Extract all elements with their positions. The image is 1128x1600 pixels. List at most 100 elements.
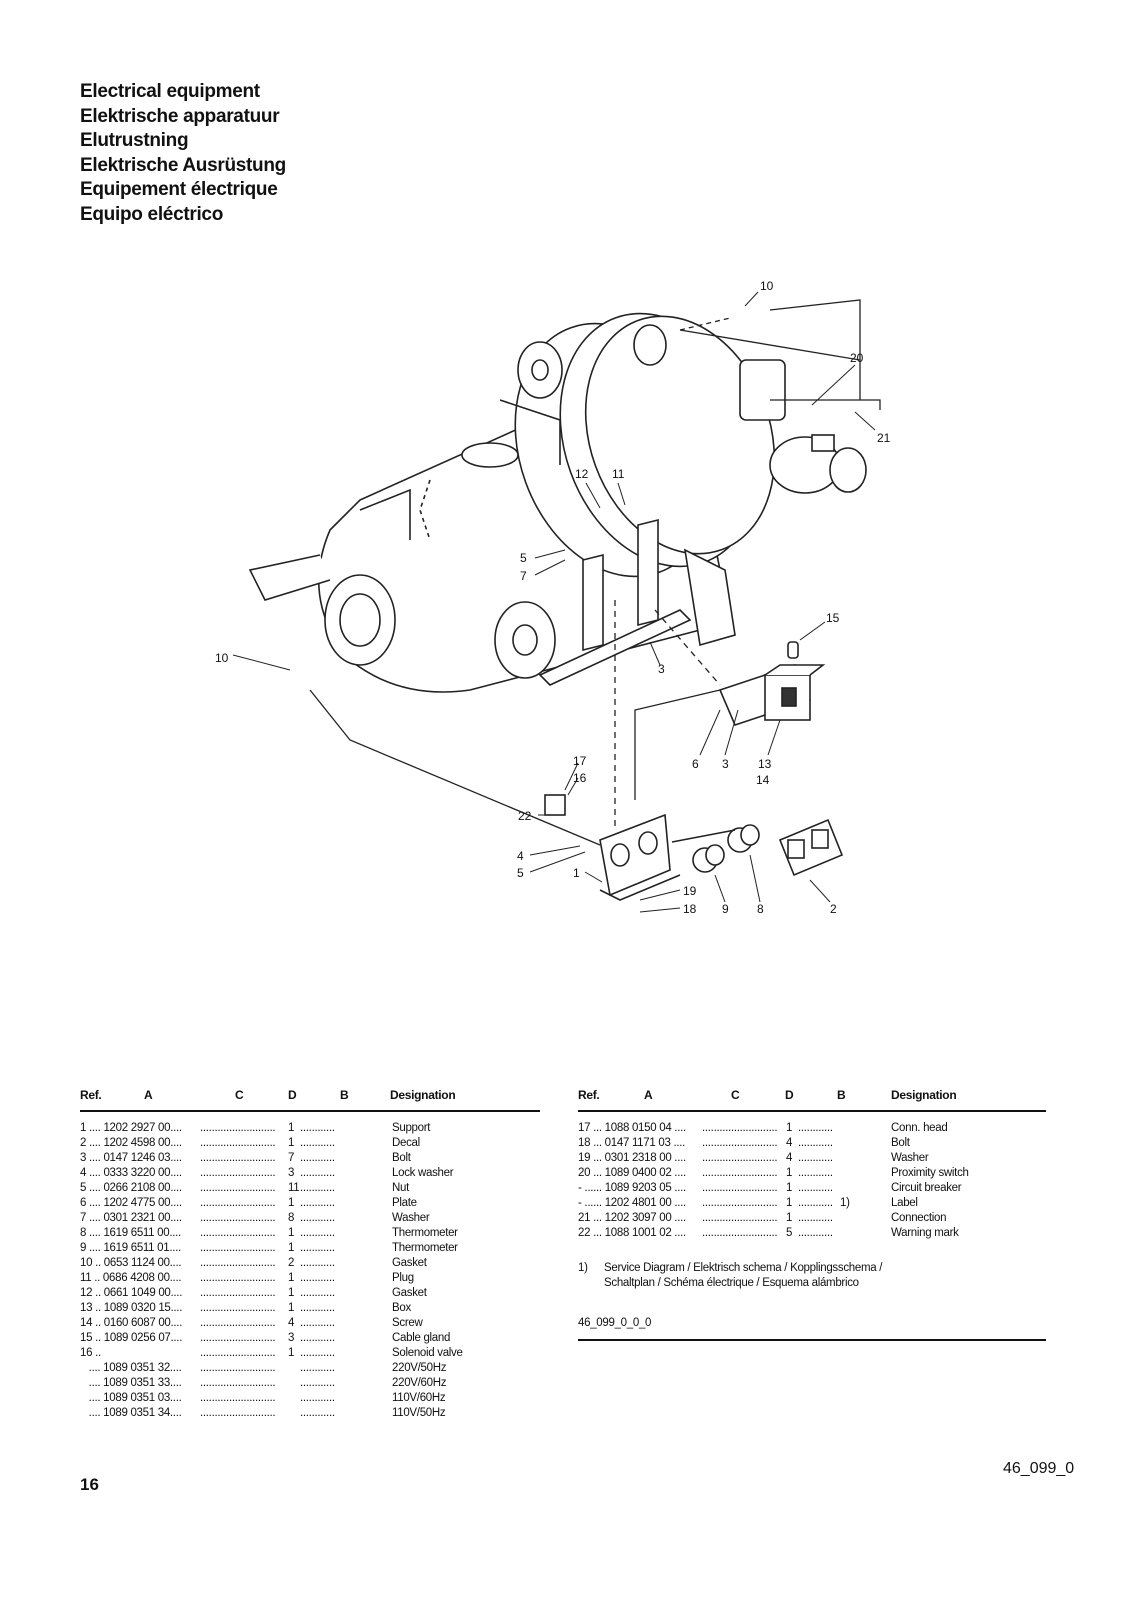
callout-9: 9 xyxy=(722,902,729,916)
row-ref: 1 .... 1202 2927 00.... xyxy=(80,1122,182,1134)
thermometer-bracket xyxy=(544,794,844,901)
row-leader-dots: .......................... xyxy=(702,1152,778,1164)
callout-22: 22 xyxy=(518,809,532,823)
header-d-right: D xyxy=(785,1088,794,1102)
row-leader-dots: .......................... xyxy=(200,1167,276,1179)
row-leader-dots: .......................... xyxy=(200,1347,276,1359)
row-qty: 1 xyxy=(288,1197,295,1209)
row-designation: Plug xyxy=(392,1272,414,1284)
title-sv: Elutrustning xyxy=(80,130,189,151)
callout-5-top: 5 xyxy=(520,551,527,565)
row-designation: Washer xyxy=(392,1212,430,1224)
title-en: Electrical equipment xyxy=(80,81,260,102)
row-note: 1) xyxy=(840,1197,850,1209)
row-leader-dots: .......................... xyxy=(200,1137,276,1149)
row-leader-dots: .......................... xyxy=(200,1407,276,1419)
row-trailing-dots: ............ xyxy=(300,1257,335,1269)
callout-5: 5 xyxy=(517,866,524,880)
callout-8: 8 xyxy=(757,902,764,916)
row-designation: Washer xyxy=(891,1152,929,1164)
row-trailing-dots: ............ xyxy=(300,1227,335,1239)
row-trailing-dots: ............ xyxy=(300,1167,335,1179)
row-leader-dots: .......................... xyxy=(200,1257,276,1269)
row-ref: 6 .... 1202 4775 00.... xyxy=(80,1197,182,1209)
row-designation: 220V/50Hz xyxy=(392,1362,447,1374)
row-qty: 1 xyxy=(288,1242,295,1254)
row-ref: 12 .. 0661 1049 00.... xyxy=(80,1287,183,1299)
callout-17: 17 xyxy=(573,754,587,768)
row-trailing-dots: ............ xyxy=(300,1377,335,1389)
row-designation: Connection xyxy=(891,1212,947,1224)
header-ref: Ref. xyxy=(80,1088,102,1102)
row-designation: Lock washer xyxy=(392,1167,454,1179)
row-ref: .... 1089 0351 03.... xyxy=(80,1392,182,1404)
row-trailing-dots: ............ xyxy=(300,1317,335,1329)
row-ref: 10 .. 0653 1124 00.... xyxy=(80,1257,182,1269)
row-ref: 9 .... 1619 6511 01.... xyxy=(80,1242,181,1254)
row-designation: 220V/60Hz xyxy=(392,1377,447,1389)
row-ref: .... 1089 0351 34.... xyxy=(80,1407,182,1419)
row-ref: 14 .. 0160 6087 00.... xyxy=(80,1317,183,1329)
row-ref: 11 .. 0686 4208 00.... xyxy=(80,1272,182,1284)
row-trailing-dots: ............ xyxy=(300,1332,335,1344)
row-ref: 4 .... 0333 3220 00.... xyxy=(80,1167,182,1179)
row-qty: 1 xyxy=(786,1197,793,1209)
row-qty: 11 xyxy=(288,1182,300,1194)
row-trailing-dots: ............ xyxy=(798,1227,833,1239)
row-qty: 1 xyxy=(786,1167,793,1179)
row-qty: 1 xyxy=(288,1302,295,1314)
row-designation: Gasket xyxy=(392,1287,427,1299)
row-qty: 7 xyxy=(288,1152,295,1164)
row-qty: 1 xyxy=(288,1272,295,1284)
callout-19: 19 xyxy=(683,884,697,898)
row-trailing-dots: ............ xyxy=(300,1392,335,1404)
row-leader-dots: .......................... xyxy=(200,1287,276,1299)
header-b: B xyxy=(340,1088,349,1102)
row-ref: - ...... 1089 9203 05 .... xyxy=(578,1182,686,1194)
row-leader-dots: .......................... xyxy=(200,1317,276,1329)
title-fr: Equipement électrique xyxy=(80,179,278,200)
row-trailing-dots: ............ xyxy=(798,1212,833,1224)
row-leader-dots: .......................... xyxy=(200,1122,276,1134)
row-leader-dots: .......................... xyxy=(200,1377,276,1389)
row-trailing-dots: ............ xyxy=(300,1197,335,1209)
row-ref: - ...... 1202 4801 00 .... xyxy=(578,1197,686,1209)
document-id: 46_099_0 xyxy=(1003,1460,1075,1477)
electrical-box xyxy=(718,641,826,726)
callout-labels: 10 20 21 12 11 5 7 10 15 3 6 3 13 14 17 … xyxy=(215,279,891,916)
row-trailing-dots: ............ xyxy=(798,1137,833,1149)
callout-13: 13 xyxy=(758,757,772,771)
callout-15: 15 xyxy=(826,611,840,625)
row-ref: 3 .... 0147 1246 03.... xyxy=(80,1152,182,1164)
callout-6: 6 xyxy=(692,757,699,771)
row-leader-dots: .......................... xyxy=(702,1182,778,1194)
header-c: C xyxy=(235,1088,244,1102)
row-trailing-dots: ............ xyxy=(300,1137,335,1149)
row-trailing-dots: ............ xyxy=(300,1287,335,1299)
row-qty: 1 xyxy=(288,1287,295,1299)
row-designation: Box xyxy=(392,1302,411,1314)
header-rule xyxy=(80,1110,540,1112)
row-qty: 1 xyxy=(786,1212,793,1224)
row-qty: 3 xyxy=(288,1332,295,1344)
row-designation: Thermometer xyxy=(392,1242,458,1254)
footnote-line-2: Schaltplan / Schéma électrique / Esquema… xyxy=(604,1277,859,1289)
row-qty: 1 xyxy=(288,1347,295,1359)
row-leader-dots: .......................... xyxy=(702,1137,778,1149)
row-ref: 19 ... 0301 2318 00 .... xyxy=(578,1152,686,1164)
row-designation: Solenoid valve xyxy=(392,1347,463,1359)
title-es: Equipo eléctrico xyxy=(80,203,224,225)
callout-14: 14 xyxy=(756,773,770,787)
row-ref: 22 ... 1088 1001 02 .... xyxy=(578,1227,686,1239)
row-ref: 7 .... 0301 2321 00.... xyxy=(80,1212,182,1224)
vessel-body xyxy=(248,312,776,693)
header-rule-right xyxy=(578,1110,1046,1112)
callout-12: 12 xyxy=(575,467,589,481)
row-leader-dots: .......................... xyxy=(200,1362,276,1374)
row-ref: 18 ... 0147 1171 03 .... xyxy=(578,1137,686,1149)
row-trailing-dots: ............ xyxy=(798,1122,833,1134)
row-designation: Proximity switch xyxy=(891,1167,969,1179)
row-qty: 1 xyxy=(786,1182,793,1194)
row-leader-dots: .......................... xyxy=(200,1302,276,1314)
row-ref: 8 .... 1619 6511 00.... xyxy=(80,1227,181,1239)
